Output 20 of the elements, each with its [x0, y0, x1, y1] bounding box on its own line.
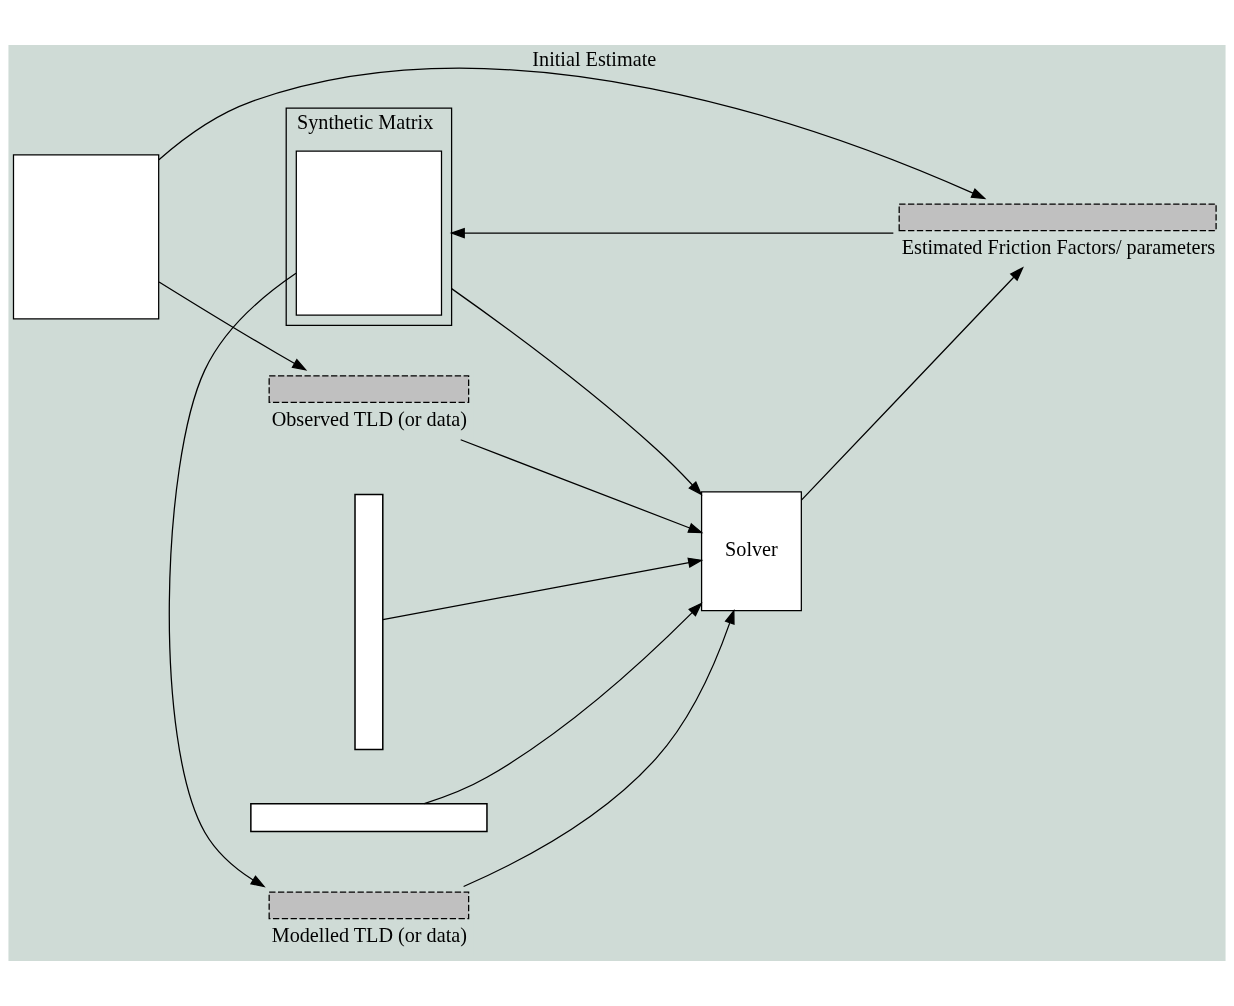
- arrow: [382, 557, 704, 621]
- node-box: [295, 150, 443, 316]
- node-box: Solver: [700, 491, 802, 612]
- arrow: [158, 67, 987, 200]
- arrow: [449, 227, 894, 239]
- node-box: [12, 154, 160, 320]
- arrow: [168, 272, 297, 888]
- arrow: [423, 602, 703, 805]
- arrow: [460, 439, 704, 534]
- node-label: Estimated Friction Factors/ parameters: [901, 236, 1216, 259]
- arrow: [800, 266, 1024, 501]
- node-bar: [250, 803, 488, 833]
- node-label: Observed TLD (or data): [271, 408, 467, 431]
- cluster: Synthetic Matrix: [285, 107, 453, 326]
- arrow: [450, 288, 703, 496]
- arrow: [158, 281, 308, 371]
- arrow: [463, 608, 735, 888]
- node-bar: [354, 493, 384, 751]
- node-label: Modelled TLD (or data): [271, 924, 467, 947]
- edge-label: Initial Estimate: [532, 48, 657, 71]
